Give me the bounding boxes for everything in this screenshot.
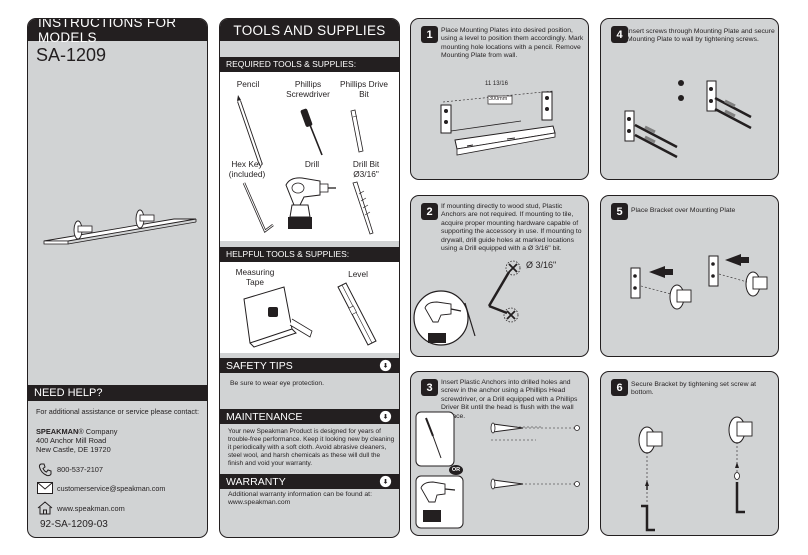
- email-link[interactable]: customerservice@speakman.com: [57, 484, 166, 493]
- dimension-fraction: 11 13/16: [485, 81, 508, 87]
- brand-name: SPEAKMAN: [36, 427, 79, 436]
- tool-label-drill-bit: Drill Bit Ø3/16": [352, 159, 380, 179]
- tool-label-drive-bit: Phillips Drive Bit: [340, 79, 388, 99]
- header-title: INSTRUCTIONS FOR MODELS: [38, 18, 177, 45]
- phone-number: 800-537-2107: [57, 465, 104, 474]
- drill-icon: [285, 177, 336, 229]
- level-icon: [337, 282, 377, 346]
- step-6-panel: 6 Secure Bracket by tightening set screw…: [600, 371, 779, 536]
- model-number: SA-1209: [36, 45, 107, 65]
- model-panel: INSTRUCTIONS FOR MODELS SA-1209 NEED HEL…: [27, 18, 208, 538]
- tool-label-hex-key: Hex Key (included): [228, 159, 266, 179]
- email-icon: [37, 482, 53, 494]
- helpful-tools-header: HELPFUL TOOLS & SUPPLIES:: [220, 247, 399, 261]
- chevron-down-icon[interactable]: ⬇: [379, 410, 392, 423]
- document-number: 92-SA-1209-03: [40, 519, 108, 530]
- step-number: 6: [611, 379, 628, 396]
- step-text: Insert screws through Mounting Plate and…: [627, 28, 775, 44]
- safety-tips-header: SAFETY TIPS: [220, 358, 399, 373]
- screwdriver-icon: [300, 108, 323, 156]
- step-text: Place Mounting Plates into desired posit…: [441, 27, 584, 60]
- tool-label-level: Level: [348, 269, 368, 279]
- pencil-icon: [237, 95, 263, 166]
- step-2-illustration: [413, 260, 521, 346]
- step-5-panel: 5 Place Bracket over Mounting Plate: [600, 195, 779, 357]
- step-number: 4: [611, 26, 628, 43]
- warranty-text: Additional warranty information can be f…: [228, 491, 372, 507]
- step-number: 5: [611, 203, 628, 220]
- measuring-tape-icon: [243, 286, 313, 348]
- step-1-illustration: [440, 90, 556, 156]
- hex-key-icon: [242, 182, 274, 233]
- phone-icon: [38, 463, 52, 477]
- assist-text: For additional assistance or service ple…: [36, 407, 199, 416]
- tool-label-screwdriver: Phillips Screwdriver: [286, 79, 330, 99]
- dimension-mm: 300mm: [489, 96, 508, 102]
- step-number: 1: [421, 26, 438, 43]
- or-badge: OR: [449, 465, 463, 475]
- drill-bit-icon: [352, 181, 374, 235]
- required-tools-header: REQUIRED TOOLS & SUPPLIES:: [220, 57, 399, 71]
- tool-label-measuring-tape: Measuring Tape: [235, 267, 275, 287]
- step-4-illustration: [624, 80, 752, 159]
- step-1-panel: 1 Place Mounting Plates into desired pos…: [410, 18, 589, 180]
- panel-header: INSTRUCTIONS FOR MODELS: [28, 19, 207, 45]
- step-text: Secure Bracket by tightening set screw a…: [631, 381, 757, 397]
- step-text: Place Bracket over Mounting Plate: [631, 207, 736, 214]
- chevron-down-icon[interactable]: ⬇: [379, 475, 392, 488]
- safety-text: Be sure to wear eye protection.: [230, 380, 325, 387]
- step-text: If mounting directly to wood stud, Plast…: [441, 203, 582, 253]
- tool-label-drill: Drill: [304, 159, 320, 169]
- need-help-header: NEED HELP?: [28, 385, 207, 401]
- step-2-panel: 2 If mounting directly to wood stud, Pla…: [410, 195, 589, 357]
- website-link[interactable]: www.speakman.com: [57, 504, 125, 513]
- address-line-2: New Castle, DE 19720: [36, 445, 111, 454]
- company-name: SPEAKMAN® Company: [36, 427, 118, 436]
- tool-label-pencil: Pencil: [236, 79, 260, 89]
- drill-bit-size-label: Ø 3/16": [526, 260, 557, 270]
- house-icon: [37, 501, 53, 515]
- maintenance-text: Your new Speakman Product is designed fo…: [228, 428, 395, 468]
- warranty-header: WARRANTY: [220, 474, 399, 489]
- step-number: 2: [421, 203, 438, 220]
- step-number: 3: [421, 379, 438, 396]
- shelf-illustration: [43, 209, 197, 245]
- maintenance-header: MAINTENANCE: [220, 409, 399, 424]
- tools-panel: TOOLS AND SUPPLIES REQUIRED TOOLS & SUPP…: [219, 18, 400, 538]
- step-3-panel: 3 Insert Plastic Anchors into drilled ho…: [410, 371, 589, 536]
- chevron-down-icon[interactable]: ⬇: [379, 359, 392, 372]
- step-4-panel: 4 Insert screws through Mounting Plate a…: [600, 18, 779, 180]
- panel-header: TOOLS AND SUPPLIES: [220, 19, 399, 41]
- step-5-illustration: [630, 254, 768, 310]
- address-line-1: 400 Anchor Mill Road: [36, 436, 107, 445]
- step-3-illustration: [415, 411, 580, 529]
- drive-bit-icon: [350, 109, 364, 153]
- step-6-illustration: [638, 416, 753, 532]
